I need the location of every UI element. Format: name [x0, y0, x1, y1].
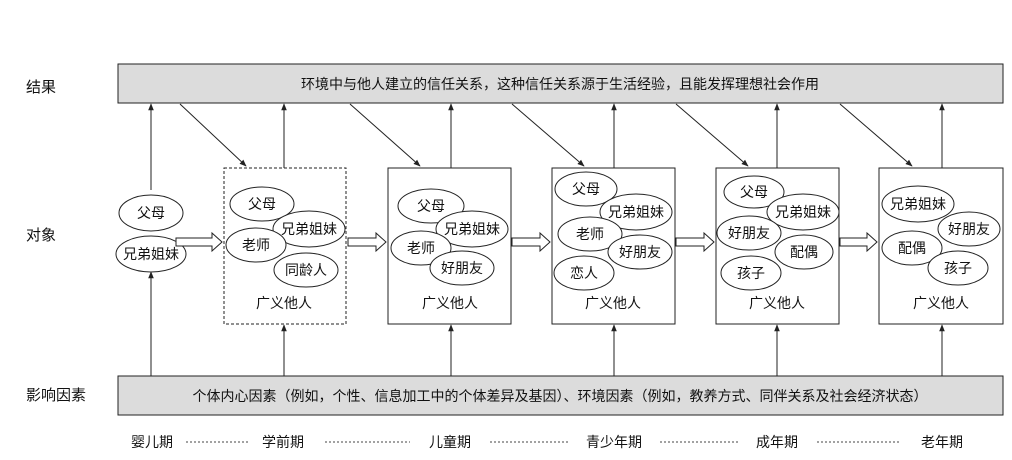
period-timeline: 婴儿期 学前期 儿童期 青少年期 成年期 老年期 — [131, 434, 963, 451]
bubble — [229, 186, 295, 222]
feedback-arrow-3 — [511, 103, 585, 167]
bubble-label: 兄弟姐妹 — [444, 222, 500, 238]
bubble — [554, 171, 618, 207]
bubble-label: 兄弟姐妹 — [775, 205, 831, 221]
row-label-object: 对象 — [26, 226, 56, 244]
stage-box — [551, 167, 676, 325]
bubble — [881, 185, 955, 223]
factors-bar-text: 个体内心因素（例如，个性、信息加工中的个体差异及基因）、环境因素（例如，教养方式… — [193, 388, 928, 405]
bubble-label: 兄弟姐妹 — [123, 247, 179, 263]
bubble — [390, 230, 452, 266]
bubble-label: 同龄人 — [285, 263, 327, 279]
progression-arrow-1 — [175, 231, 223, 253]
stage-3: 父母 兄弟姐妹 老师 好朋友 广义他人 — [387, 167, 512, 325]
bubble-label: 父母 — [137, 206, 165, 222]
bubble — [273, 252, 339, 288]
stage-box-label: 广义他人 — [749, 296, 805, 312]
bubble-label: 恋人 — [570, 265, 598, 282]
period-label: 老年期 — [921, 435, 963, 451]
progression-arrow-3 — [511, 231, 551, 253]
feedback-arrows — [179, 103, 913, 167]
bubble — [435, 210, 509, 248]
bubble-label: 父母 — [417, 199, 445, 215]
bubble-label: 老师 — [407, 241, 435, 257]
bubble-label: 老师 — [242, 238, 270, 254]
period-label: 青少年期 — [586, 435, 642, 451]
bubble — [716, 215, 782, 251]
bubble-label: 兄弟姐妹 — [608, 205, 664, 221]
stage-4: 父母 兄弟姐妹 老师 好朋友 恋人 广义他人 — [551, 167, 676, 325]
stage-box — [387, 167, 512, 325]
bubble-label: 配偶 — [790, 245, 818, 261]
bubble — [272, 210, 346, 248]
stage-box-label: 广义他人 — [913, 296, 969, 312]
result-bar-text: 环境中与他人建立的信任关系，这种信任关系源于生活经验，且能发挥理想社会作用 — [301, 76, 819, 93]
bubble — [397, 188, 465, 224]
progression-arrow-4 — [675, 231, 715, 253]
stage-1: 父母 兄弟姐妹 — [115, 194, 187, 273]
bubble — [557, 216, 623, 252]
stage-box-label: 广义他人 — [422, 296, 478, 312]
feedback-arrow-2 — [349, 103, 421, 167]
row-label-result: 结果 — [26, 78, 56, 96]
period-label: 儿童期 — [429, 434, 471, 451]
feedback-arrow-5 — [839, 103, 913, 167]
bubble-label: 父母 — [248, 197, 276, 213]
bubble — [774, 234, 834, 270]
stage-5: 父母 兄弟姐妹 好朋友 配偶 孩子 广义他人 — [715, 167, 840, 325]
period-label: 婴儿期 — [131, 435, 173, 451]
bubble — [937, 211, 1001, 247]
bubble-label: 兄弟姐妹 — [890, 197, 946, 213]
bubble — [927, 250, 989, 286]
bubble-label: 好朋友 — [619, 245, 661, 261]
bubble — [225, 227, 287, 263]
stage-box-label: 广义他人 — [256, 296, 312, 312]
bubble — [607, 234, 673, 270]
stage-box — [223, 167, 347, 325]
bubble — [881, 230, 943, 266]
feedback-arrow-4 — [675, 103, 749, 167]
progression-arrows — [175, 231, 878, 253]
bubble-label: 配偶 — [898, 241, 926, 257]
feedback-arrow-1 — [179, 103, 247, 167]
bubble — [766, 193, 840, 231]
bubble-label: 父母 — [740, 185, 768, 201]
bubble-label: 兄弟姐妹 — [281, 222, 337, 238]
bubble — [599, 193, 673, 231]
bubble — [118, 194, 184, 232]
bubble-label: 好朋友 — [441, 261, 483, 277]
stage-box-label: 广义他人 — [585, 296, 641, 312]
bubble-label: 好朋友 — [948, 222, 990, 238]
result-bar — [117, 63, 1004, 104]
progression-arrow-2 — [347, 231, 387, 253]
stage-6: 兄弟姐妹 好朋友 配偶 孩子 广义他人 — [878, 167, 1004, 325]
bubble — [553, 255, 615, 291]
bubble-label: 父母 — [572, 182, 600, 198]
stage-box — [878, 167, 1004, 325]
stage-2: 父母 兄弟姐妹 老师 同龄人 广义他人 — [223, 167, 347, 325]
bubble — [429, 250, 495, 286]
bubble — [115, 235, 187, 273]
factors-bar — [117, 375, 1004, 416]
bubble-label: 好朋友 — [728, 226, 770, 242]
row-label-factors: 影响因素 — [26, 386, 86, 404]
bubble — [723, 175, 785, 209]
period-label: 成年期 — [756, 435, 798, 451]
result-arrows — [148, 103, 945, 190]
bubble-label: 老师 — [576, 227, 604, 243]
stage-box — [715, 167, 840, 325]
bubble-label: 孩子 — [737, 266, 765, 282]
factor-arrows — [148, 271, 945, 376]
bubble — [720, 255, 782, 291]
period-label: 学前期 — [262, 434, 304, 451]
bubble-label: 孩子 — [944, 261, 972, 277]
progression-arrow-5 — [839, 231, 878, 253]
